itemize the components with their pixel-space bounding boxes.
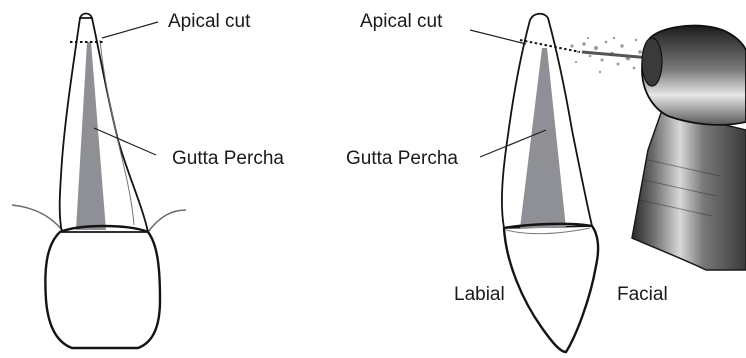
- label-apical-cut-side: Apical cut: [360, 11, 443, 32]
- leader-gutta-percha-front: [94, 128, 156, 155]
- label-gutta-percha-front: Gutta Percha: [172, 148, 284, 169]
- gutta-percha-front: [76, 42, 106, 230]
- label-apical-cut-front: Apical cut: [168, 11, 251, 32]
- label-facial: Facial: [617, 284, 668, 305]
- crown-front-highlight: [61, 250, 70, 330]
- crown-side-cej: [506, 228, 590, 234]
- crown-side: [504, 224, 598, 352]
- leader-apical-cut-side: [470, 30, 526, 44]
- leader-apical-cut-front: [102, 22, 158, 38]
- label-gutta-percha-side: Gutta Percha: [346, 148, 458, 169]
- gum-line-right: [148, 210, 186, 232]
- gum-line-left: [12, 205, 62, 230]
- tooth-front-view: [12, 14, 186, 349]
- handpiece-head-cap: [642, 38, 662, 86]
- label-labial: Labial: [454, 284, 505, 305]
- tooth-side-view: [502, 14, 598, 352]
- root-front: [60, 18, 148, 232]
